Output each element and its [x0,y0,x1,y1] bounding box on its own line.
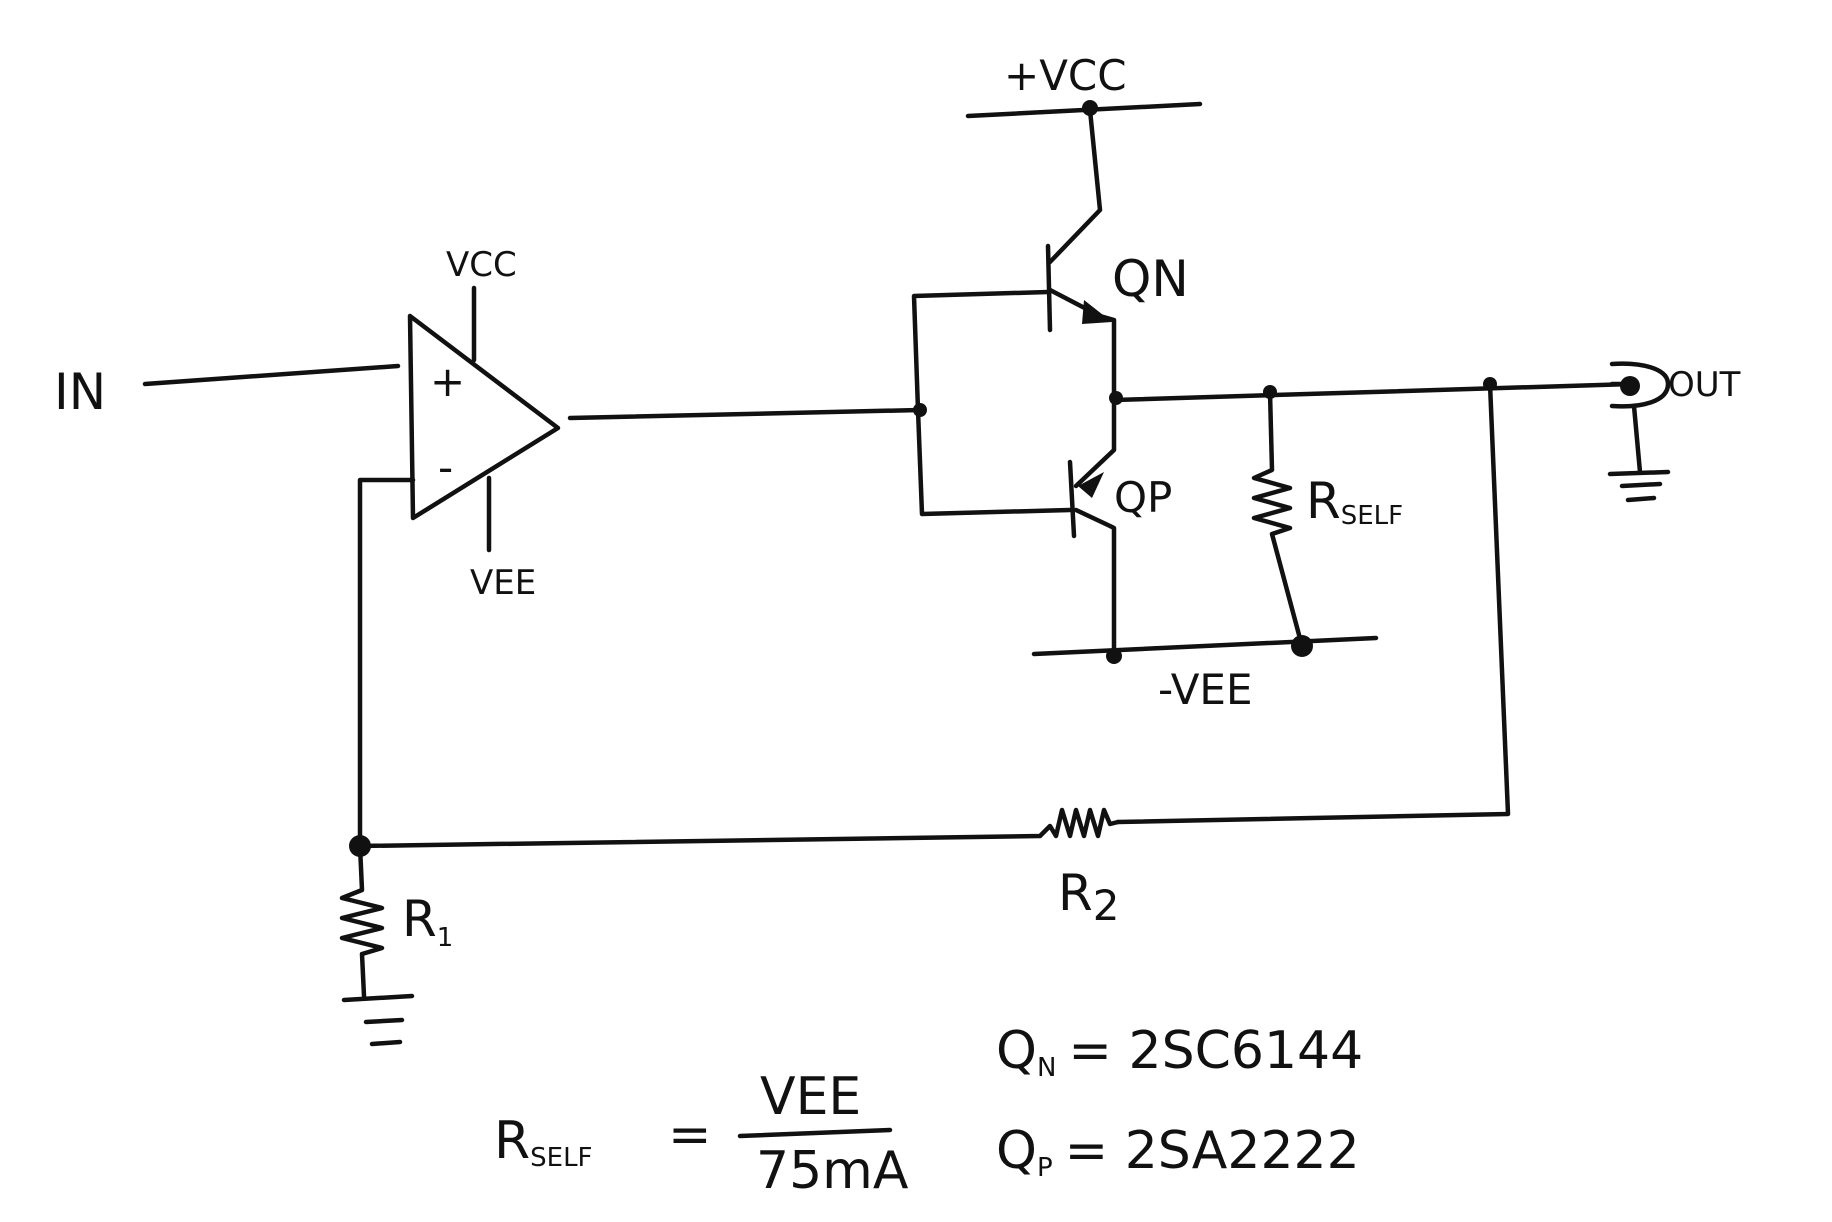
non-inverting-label: + [430,357,465,406]
output-connector-shield [1631,403,1643,475]
rself-label: RSELF [1306,472,1403,531]
op-amp-output-wire [567,407,923,421]
vee-rail [1031,635,1379,657]
output-ground-icon [1607,469,1671,503]
driver-junction-dot [913,403,927,417]
vee-junction-dot-qp [1106,648,1122,664]
qp-part-value: = 2SA2222 [1065,1121,1360,1181]
part-list: QN= 2SC6144 QP= 2SA2222 [996,1021,1363,1183]
in-label: IN [54,363,106,421]
op-amp [407,285,561,553]
vcc-opamp-label: VCC [446,245,517,285]
formula-numerator: VEE [760,1067,861,1127]
r1-resistor [339,843,385,999]
qp-collector [1073,507,1117,663]
formula-lhs-main: R [494,1111,530,1171]
output-connector-icon [1609,361,1671,475]
feedback-wire [1115,381,1511,825]
r1-label: R1 [402,890,453,953]
rself-label-sub: SELF [1341,501,1403,531]
vcc-top-label: +VCC [1004,51,1127,100]
formula-denominator: 75mA [756,1141,909,1201]
qn-label: QN [1112,250,1189,308]
formula-equals: = [668,1105,712,1165]
r1-label-main: R [402,890,437,948]
qp-label: QP [1114,473,1172,522]
input-wire [142,363,401,387]
rself-label-main: R [1306,472,1341,530]
inverting-input-wire [357,477,416,846]
inverting-label: - [438,443,453,492]
qn-collector [1047,107,1103,265]
r1-ground-icon [341,993,415,1047]
qp-base-bar [1067,459,1077,539]
formula-lhs-sub: SELF [530,1143,592,1173]
output-wire [1111,381,1635,403]
r2-label-sub: 2 [1093,881,1120,930]
qn-transistor [1045,107,1117,403]
vee-opamp-label: VEE [470,563,536,603]
qn-emitter-arrow [1082,300,1112,324]
r2-label-main: R [1058,864,1093,922]
r2-resistor [357,807,1121,849]
qn-part-sub: N [1037,1053,1056,1083]
vee-bottom-label: -VEE [1158,665,1253,714]
formula-lhs: RSELF [494,1111,593,1173]
qp-part: QP = 2SA2222 [996,1121,1360,1183]
formula-fraction-bar [737,1127,893,1139]
qp-emitter [1073,397,1117,489]
qp-transistor [1067,397,1117,663]
qn-part-value: = 2SC6144 [1068,1021,1363,1081]
rself-resistor [1251,389,1305,649]
rself-formula: RSELF = VEE 75mA [494,1067,909,1201]
qn-part: QN = 2SC6144 [996,1021,1363,1083]
qn-part-main: Q [996,1021,1037,1081]
out-label: OUT [1668,365,1741,405]
qp-part-main: Q [996,1121,1037,1181]
r1-label-sub: 1 [437,923,454,953]
base-bias-wire [911,289,1073,517]
qp-part-sub: P [1037,1153,1053,1183]
r2-label: R2 [1058,864,1119,930]
qn-emitter [1047,287,1117,403]
qp-emitter-arrow [1078,472,1104,498]
